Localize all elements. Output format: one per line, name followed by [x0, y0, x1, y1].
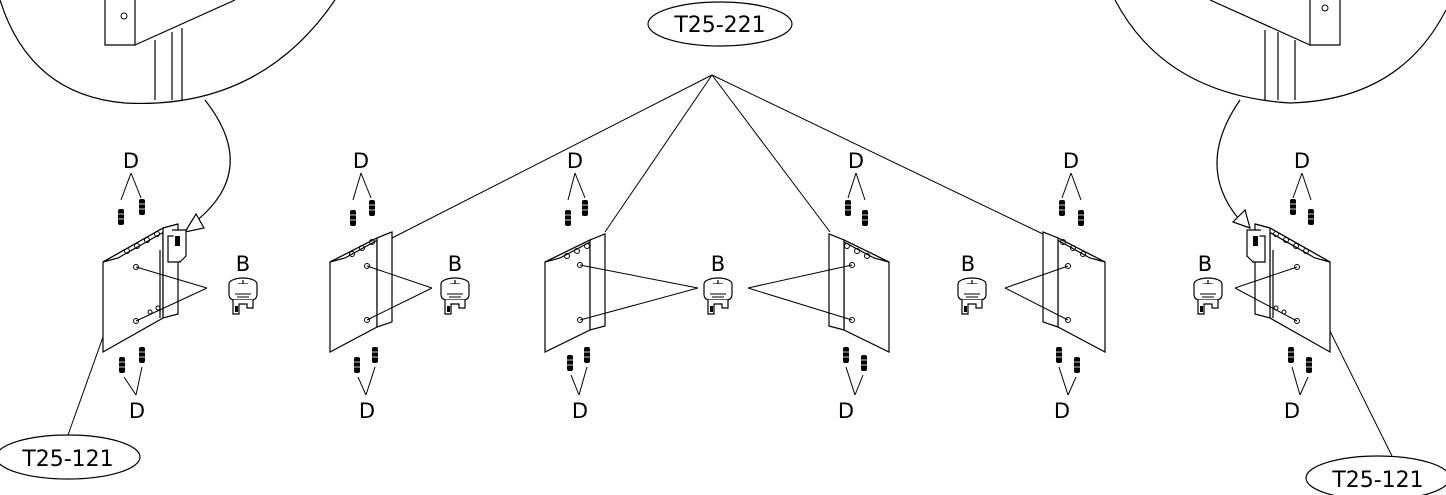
- dowel-label: D: [567, 149, 583, 173]
- dowel-group-bottom-6: D: [1284, 346, 1313, 423]
- callout-bottom-right: T25-121: [1305, 294, 1446, 495]
- panel-3: [544, 233, 699, 353]
- cam-label: B: [1198, 252, 1212, 276]
- dowel-icon: [566, 354, 574, 372]
- dowel-icon: [1287, 346, 1295, 364]
- dowel-group-top-4: D: [844, 149, 869, 227]
- dowel-label: D: [848, 149, 864, 173]
- dowel-label: D: [129, 399, 145, 423]
- dowel-label: D: [1284, 399, 1300, 423]
- dowel-group-bottom-3: D: [566, 346, 591, 423]
- cam-label: B: [711, 252, 725, 276]
- cam-fitting-icon: [1193, 277, 1223, 315]
- dowel-icon: [1073, 356, 1081, 374]
- detail-circle-left: [0, 0, 336, 105]
- cam-group-2: B: [440, 252, 470, 315]
- cam-group-1: B: [228, 252, 258, 315]
- cam-label: B: [448, 252, 462, 276]
- part-label-left: T25-121: [21, 447, 113, 472]
- dowel-icon: [564, 209, 572, 227]
- dowel-label: D: [353, 149, 369, 173]
- dowel-label: D: [572, 399, 588, 423]
- dowel-group-top-1: D: [117, 149, 146, 226]
- dowel-group-bottom-2: D: [353, 346, 379, 423]
- dowel-group-bottom-4: D: [838, 346, 868, 423]
- cam-fitting-icon: [228, 277, 258, 315]
- dowel-label: D: [1294, 149, 1310, 173]
- dowel-group-bottom-5: D: [1054, 346, 1081, 423]
- cam-fitting-icon: [703, 277, 733, 315]
- callout-bottom-left: T25-121: [0, 294, 141, 480]
- dowel-group-top-5: D: [1058, 149, 1085, 227]
- dowel-icon: [1307, 208, 1315, 226]
- detail-circle-right: [1114, 0, 1446, 104]
- dowel-icon: [1289, 198, 1297, 216]
- cam-group-3: B: [703, 252, 733, 315]
- dowel-group-top-2: D: [349, 149, 376, 227]
- callout-top: T25-221: [391, 1, 1046, 239]
- dowel-icon: [371, 346, 379, 364]
- dowel-label: D: [123, 149, 139, 173]
- dowel-icon: [842, 346, 850, 364]
- panel-1: [102, 223, 208, 354]
- dowel-icon: [349, 209, 357, 227]
- dowel-icon: [581, 199, 589, 217]
- dowel-label: D: [838, 399, 854, 423]
- dowel-icon: [138, 198, 146, 216]
- dowel-icon: [1305, 356, 1313, 374]
- cam-fitting-icon: [957, 277, 987, 315]
- dowel-icon: [1077, 209, 1085, 227]
- dowel-icon: [117, 208, 125, 226]
- dowel-label: D: [1063, 149, 1079, 173]
- dowel-group-top-6: D: [1289, 149, 1315, 226]
- cam-group-4: B: [957, 252, 987, 315]
- part-label-top: T25-221: [673, 13, 765, 38]
- panel-5: [1004, 231, 1106, 353]
- dowel-icon: [118, 356, 126, 374]
- detail-arrow-left: [183, 99, 231, 233]
- detail-arrow-right: [1216, 99, 1251, 229]
- cam-label: B: [236, 252, 250, 276]
- dowel-icon: [138, 346, 146, 364]
- panel-4: [747, 233, 890, 353]
- dowel-icon: [353, 356, 361, 374]
- panel-2: [329, 231, 433, 353]
- part-label-right: T25-121: [1331, 468, 1423, 493]
- dowel-icon: [368, 199, 376, 217]
- dowel-icon: [583, 346, 591, 364]
- dowel-group-bottom-1: D: [118, 346, 146, 423]
- dowel-icon: [860, 354, 868, 372]
- cam-group-5: B: [1193, 252, 1223, 315]
- dowel-label: D: [1054, 399, 1070, 423]
- dowel-icon: [1055, 346, 1063, 364]
- dowel-label: D: [359, 399, 375, 423]
- dowel-icon: [1058, 199, 1066, 217]
- cam-fitting-icon: [440, 277, 470, 315]
- cam-label: B: [961, 252, 975, 276]
- dowel-icon: [861, 209, 869, 227]
- dowel-icon: [844, 199, 852, 217]
- dowel-group-top-3: D: [564, 149, 589, 227]
- panel-6: [1234, 223, 1331, 354]
